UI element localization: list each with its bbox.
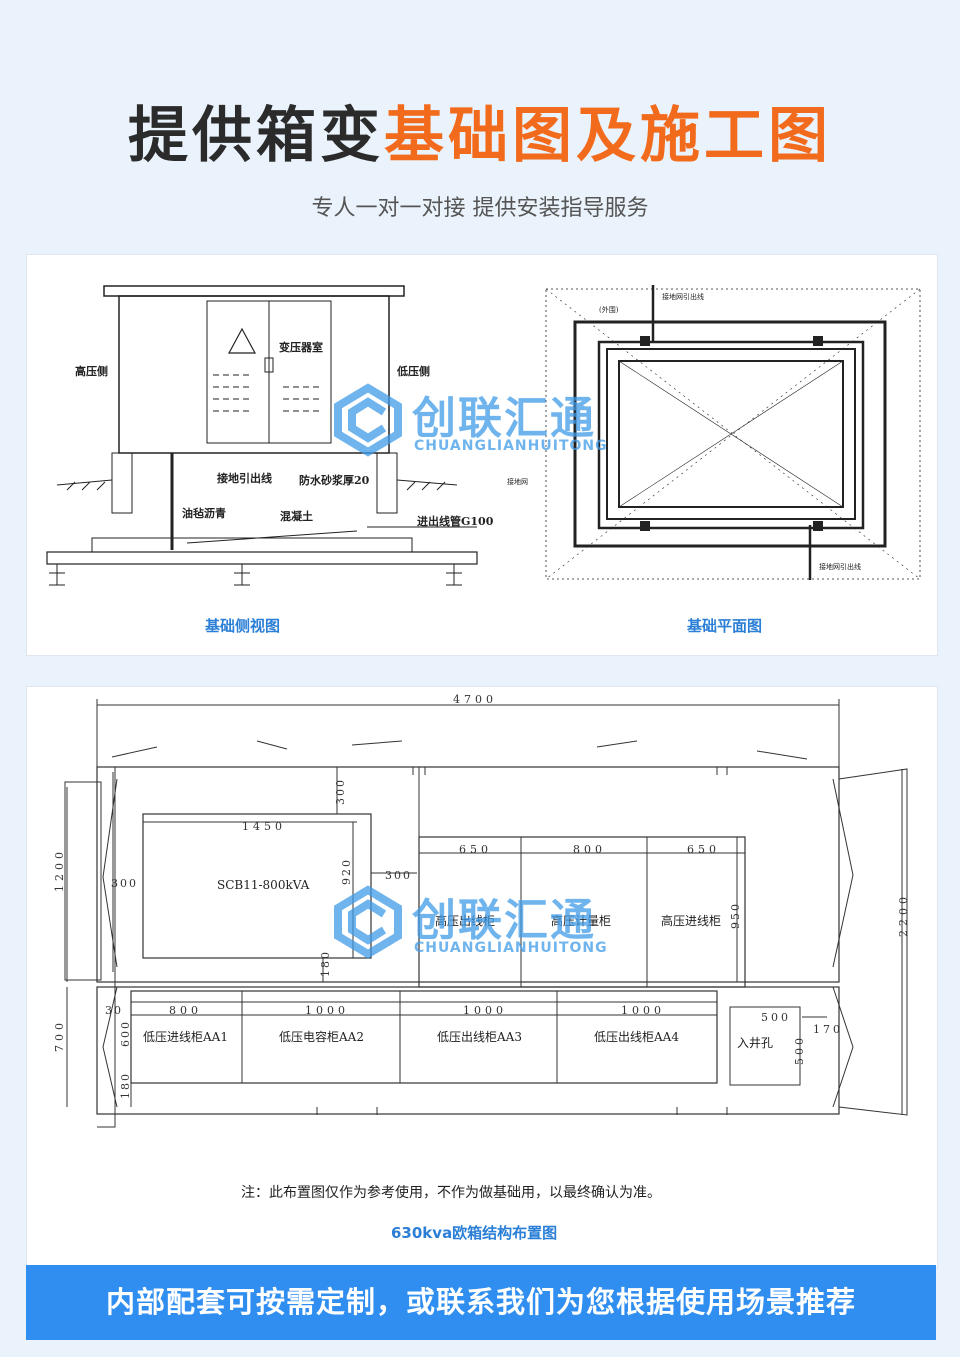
layout-drawing: 4700 2200 1200 700 1450 920 300 300 300 … <box>53 693 910 1201</box>
svg-text:接地网: 接地网 <box>507 477 528 486</box>
svg-text:防水砂浆厚20: 防水砂浆厚20 <box>299 473 370 487</box>
hv-cabinet-3: 高压进线柜 <box>661 913 721 928</box>
layout-dimensions: 4700 2200 1200 700 1450 920 300 300 300 … <box>53 693 910 1099</box>
bottom-banner: 内部配套可按需定制，或联系我们为您根据使用场景推荐 <box>26 1265 936 1340</box>
svg-text:1000: 1000 <box>305 1004 349 1017</box>
svg-text:300: 300 <box>385 869 412 882</box>
svg-text:600: 600 <box>119 1020 132 1047</box>
svg-text:1000: 1000 <box>621 1004 665 1017</box>
logo-icon <box>334 885 402 959</box>
layout-card: 4700 2200 1200 700 1450 920 300 300 300 … <box>26 686 938 1268</box>
plan-view-labels: (外围) 接地网引出线 接地网 接地网引出线 <box>507 292 861 571</box>
lv-cabinet-1: 低压进线柜AA1 <box>143 1030 228 1044</box>
svg-text:30: 30 <box>105 1004 123 1017</box>
svg-text:180: 180 <box>319 950 332 977</box>
logo-icon <box>334 383 402 457</box>
svg-text:300: 300 <box>111 877 138 890</box>
svg-text:进出线管G100: 进出线管G100 <box>417 514 494 528</box>
svg-text:500: 500 <box>793 1035 806 1065</box>
side-view-labels: 高压侧 低压侧 变压器室 接地引出线 防水砂浆厚20 油毡沥青 混凝土 进出线管… <box>75 340 494 528</box>
svg-text:920: 920 <box>340 858 353 885</box>
plan-view-drawing <box>545 285 921 580</box>
svg-text:混凝土: 混凝土 <box>280 509 313 523</box>
svg-text:180: 180 <box>119 1072 132 1099</box>
svg-text:4700: 4700 <box>453 693 497 706</box>
svg-text:低压侧: 低压侧 <box>396 364 430 378</box>
side-view-caption: 基础侧视图 <box>205 617 281 635</box>
transformer-label: SCB11-800kVA <box>217 878 310 892</box>
svg-text:1000: 1000 <box>463 1004 507 1017</box>
layout-caption: 630kva欧箱结构布置图 <box>391 1224 558 1242</box>
svg-text:变压器室: 变压器室 <box>279 340 323 354</box>
svg-text:300: 300 <box>334 778 347 805</box>
svg-text:800: 800 <box>573 843 606 856</box>
page-subtitle: 专人一对一对接 提供安装指导服务 <box>311 196 649 221</box>
layout-labels: SCB11-800kVA 高压出线柜 高压计量柜 高压进线柜 低压进线柜AA1 … <box>143 878 773 1201</box>
lv-cabinet-4: 低压出线柜AA4 <box>594 1030 679 1044</box>
hv-cabinet-1: 高压出线柜 <box>435 913 495 928</box>
page-title: 提供箱变基础图及施工图 <box>128 101 832 171</box>
svg-text:700: 700 <box>53 1019 66 1052</box>
lv-cabinet-3: 低压出线柜AA3 <box>437 1030 522 1044</box>
svg-text:1450: 1450 <box>242 820 286 833</box>
svg-text:接地网引出线: 接地网引出线 <box>662 292 704 301</box>
foundation-card: 高压侧 低压侧 变压器室 接地引出线 防水砂浆厚20 油毡沥青 混凝土 进出线管… <box>26 254 938 656</box>
svg-text:800: 800 <box>169 1004 202 1017</box>
watermark: 创联汇通 CHUANGLIANHUITONG <box>330 884 650 964</box>
svg-text:650: 650 <box>459 843 492 856</box>
foundation-drawings: 高压侧 低压侧 变压器室 接地引出线 防水砂浆厚20 油毡沥青 混凝土 进出线管… <box>46 285 921 586</box>
svg-text:950: 950 <box>729 902 742 929</box>
svg-text:500: 500 <box>761 1011 791 1024</box>
svg-text:高压侧: 高压侧 <box>75 364 108 378</box>
svg-text:接地网引出线: 接地网引出线 <box>819 562 861 571</box>
svg-text:(外围): (外围) <box>599 305 619 314</box>
hv-cabinet-2: 高压计量柜 <box>551 913 611 928</box>
plan-view-caption: 基础平面图 <box>687 617 763 635</box>
svg-text:油毡沥青: 油毡沥青 <box>182 506 226 520</box>
svg-text:650: 650 <box>687 843 720 856</box>
svg-text:1200: 1200 <box>53 848 66 892</box>
watermark: 创联汇通 CHUANGLIANHUITONG <box>330 382 650 462</box>
svg-text:170: 170 <box>813 1023 843 1036</box>
svg-text:2200: 2200 <box>897 893 910 937</box>
side-view-drawing <box>46 285 478 586</box>
layout-note: 注：此布置图仅作为参考使用，不作为做基础用，以最终确认为准。 <box>241 1184 661 1201</box>
well-label: 入井孔 <box>737 1036 773 1050</box>
svg-text:接地引出线: 接地引出线 <box>217 471 272 485</box>
lv-cabinet-2: 低压电容柜AA2 <box>279 1029 364 1044</box>
